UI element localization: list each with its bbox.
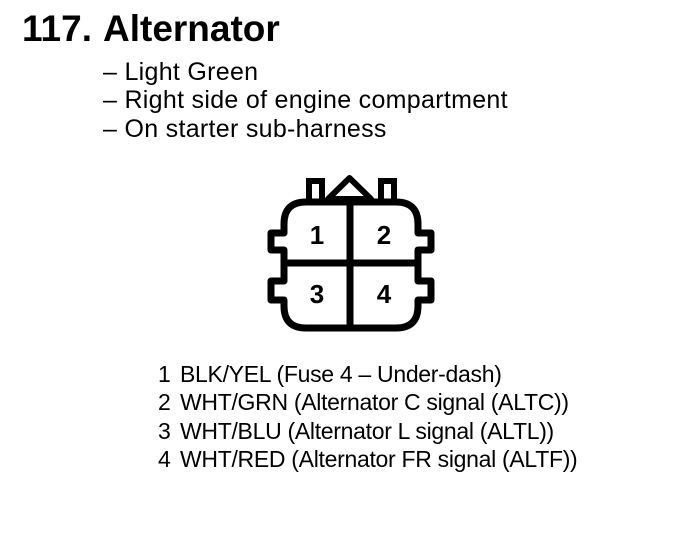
- note-line: – Right side of engine compartment: [103, 86, 508, 115]
- pin-number: 2: [158, 389, 171, 416]
- pin-row: 3 WHT/BLU (Alternator L signal (ALTL)): [158, 417, 577, 445]
- cavity-number-2: 2: [377, 220, 391, 250]
- pin-row: 4 WHT/RED (Alternator FR signal (ALTF)): [158, 445, 578, 473]
- connector-notes: – Light Green – Right side of engine com…: [103, 58, 508, 143]
- pin-row: 2 WHT/GRN (Alternator C signal (ALTC)): [158, 388, 577, 416]
- connector-keying-triangle-icon: [325, 175, 374, 202]
- cavity-number-1: 1: [310, 220, 324, 250]
- section-heading: 117. Alternator: [22, 7, 280, 51]
- cavity-number-4: 4: [377, 279, 392, 309]
- pin-row: 1 BLK/YEL (Fuse 4 – Under-dash): [158, 360, 577, 388]
- section-number: 117.: [22, 8, 92, 49]
- section-title: Alternator: [103, 8, 280, 49]
- note-line: – On starter sub-harness: [103, 114, 387, 143]
- pin-description: WHT/BLU (Alternator L signal (ALTL)): [180, 417, 554, 444]
- note-line: – Light Green: [103, 58, 259, 86]
- pin-number: 3: [158, 417, 171, 444]
- connector-diagram: 1 2 3 4: [248, 166, 452, 342]
- cavity-number-3: 3: [310, 279, 324, 309]
- pin-number: 1: [158, 361, 171, 387]
- pin-description: WHT/RED (Alternator FR signal (ALTF)): [180, 446, 578, 473]
- pin-description: BLK/YEL (Fuse 4 – Under-dash): [180, 361, 502, 387]
- pin-list: 1 BLK/YEL (Fuse 4 – Under-dash) 2 WHT/GR…: [158, 360, 578, 474]
- pin-description: WHT/GRN (Alternator C signal (ALTC)): [180, 389, 569, 416]
- pin-number: 4: [158, 446, 171, 473]
